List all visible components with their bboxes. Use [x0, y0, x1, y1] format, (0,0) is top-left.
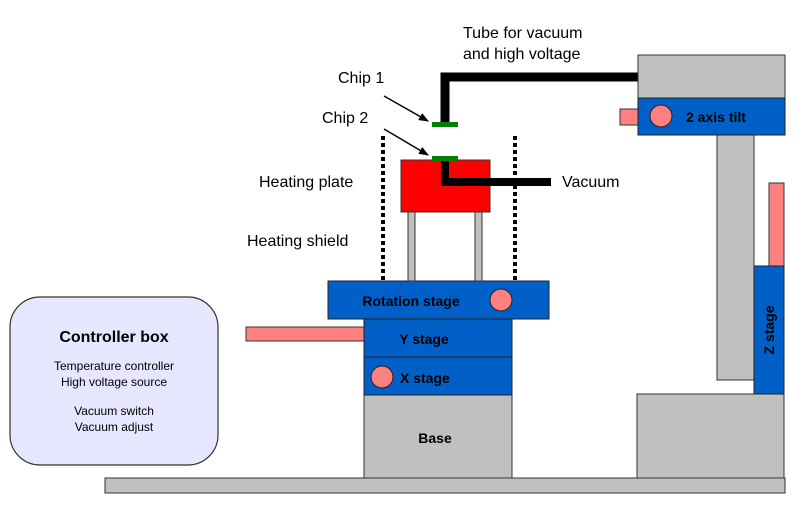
y-stage	[363, 318, 513, 358]
controller-item-vacuum-switch: Vacuum switch	[74, 404, 154, 418]
chip-1	[432, 122, 458, 127]
y-stage-actuator	[245, 326, 367, 342]
z-stage-label: Z stage	[761, 305, 777, 354]
chip-1-arrow	[383, 95, 429, 122]
chip-2-arrow	[383, 128, 429, 156]
tube-label-line2: and high voltage	[463, 46, 581, 63]
rotation-stage-label: Rotation stage	[362, 293, 459, 309]
y-stage-label: Y stage	[399, 331, 449, 347]
vacuum-line	[441, 160, 551, 186]
controller-box: Controller box Temperature controller Hi…	[9, 296, 219, 466]
heating-plate-post-left	[407, 211, 416, 282]
tilt-knob-icon	[649, 104, 673, 128]
heating-shield-label: Heating shield	[247, 233, 348, 250]
z-stage	[753, 265, 785, 395]
controller-box-title: Controller box	[59, 329, 168, 346]
right-base-block	[636, 393, 785, 479]
controller-item-hv-source: High voltage source	[61, 375, 167, 389]
tube-label-line1: Tube for vacuum	[463, 25, 582, 42]
controller-item-vacuum-adjust: Vacuum adjust	[75, 420, 154, 434]
floor-plate	[104, 477, 786, 494]
heating-plate-label: Heating plate	[259, 174, 353, 191]
rotation-stage-knob-icon	[489, 288, 513, 312]
tilt-mount-block	[637, 54, 786, 99]
x-stage-label: X stage	[400, 370, 450, 386]
base	[363, 394, 513, 479]
chip-2-label: Chip 2	[322, 110, 368, 127]
chip-2	[432, 156, 458, 161]
vertical-column	[716, 134, 755, 381]
tilt-actuator	[619, 108, 640, 126]
two-axis-tilt-label: 2 axis tilt	[686, 109, 746, 125]
tube-vacuum-hv	[440, 72, 640, 122]
heating-plate-post-right	[474, 211, 483, 282]
base-label: Base	[418, 430, 452, 446]
chip-1-label: Chip 1	[338, 70, 384, 87]
x-stage-knob-icon	[370, 365, 394, 389]
z-stage-actuator	[768, 182, 785, 267]
vacuum-label: Vacuum	[562, 174, 620, 191]
controller-item-temperature: Temperature controller	[54, 359, 174, 373]
